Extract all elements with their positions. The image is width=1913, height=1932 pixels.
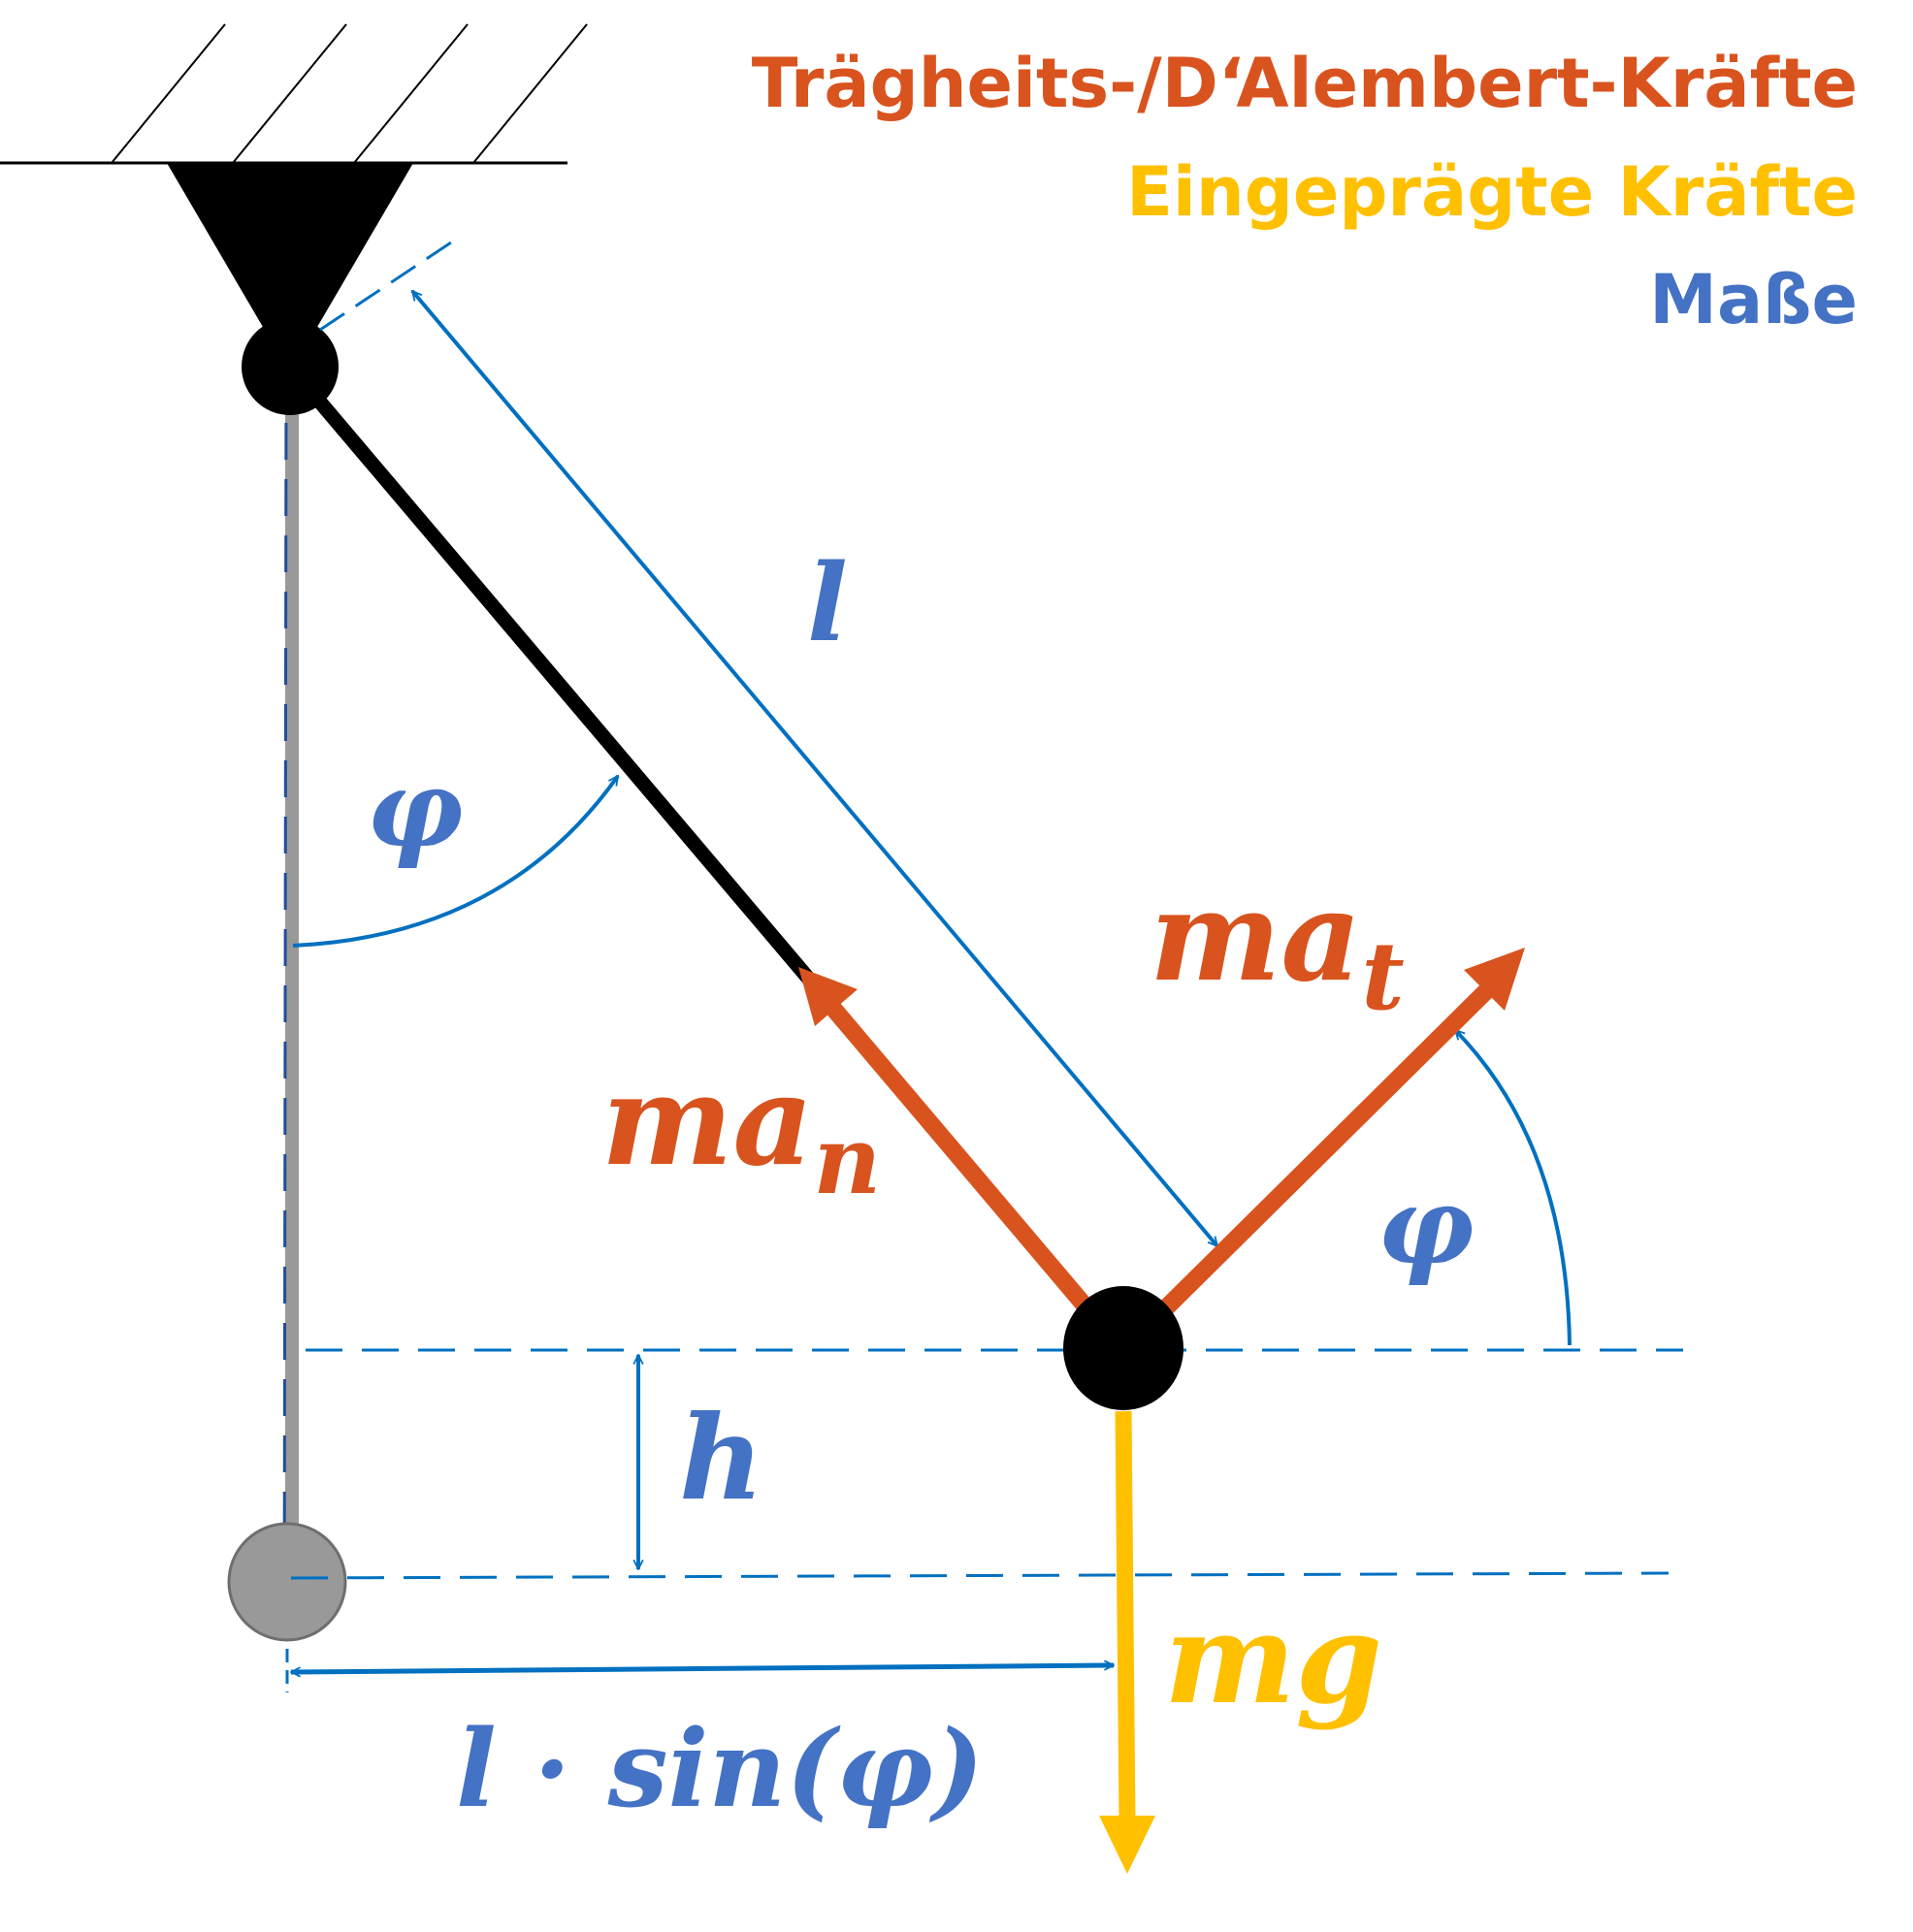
pivot-joint <box>242 318 339 415</box>
length-dimension-arrow <box>410 291 1219 1246</box>
height-label: h <box>679 1390 763 1527</box>
normal-inertia-force-symbol: ma <box>601 1048 813 1194</box>
legend-inertia-forces: Trägheits-/D‘Alembert-Kräfte <box>752 44 1858 123</box>
vertical-reference-line <box>282 366 288 1650</box>
ceiling <box>0 23 588 165</box>
tangential-inertia-force-subscript: t <box>1361 921 1404 1031</box>
angle-arc-upper <box>292 776 620 948</box>
length-label: l <box>807 540 848 665</box>
angle-label-right: φ <box>1378 1163 1475 1288</box>
tangential-inertia-force-label: mat <box>1150 864 1405 1031</box>
legend-dimensions: Maße <box>1649 260 1858 339</box>
angle-label-upper: φ <box>367 746 464 871</box>
legend-applied-forces: Eingeprägte Kräfte <box>1126 152 1858 232</box>
length-extension-line <box>319 241 452 332</box>
normal-inertia-force-label: man <box>601 1048 881 1215</box>
tangential-inertia-force-symbol: ma <box>1150 864 1361 1010</box>
normal-inertia-force-subscript: n <box>813 1106 881 1215</box>
tangential-inertia-force-head <box>1464 948 1525 1011</box>
horizontal-distance-label: l · sin(φ) <box>456 1706 984 1831</box>
rest-mass <box>227 1522 347 1642</box>
weight-force-label: mg <box>1164 1587 1382 1732</box>
weight-force-shaft <box>1115 1410 1136 1824</box>
pivot-support <box>167 163 413 373</box>
tangential-inertia-force-shaft <box>1117 975 1503 1357</box>
angle-arc-right <box>1453 1030 1572 1346</box>
rest-level-line <box>290 1571 1670 1580</box>
normal-inertia-force-head <box>798 967 858 1026</box>
pendulum-mass <box>1063 1286 1183 1410</box>
weight-force-head <box>1099 1816 1155 1874</box>
normal-inertia-force-shaft <box>823 998 1124 1350</box>
horizontal-distance-arrow <box>291 1665 1114 1672</box>
